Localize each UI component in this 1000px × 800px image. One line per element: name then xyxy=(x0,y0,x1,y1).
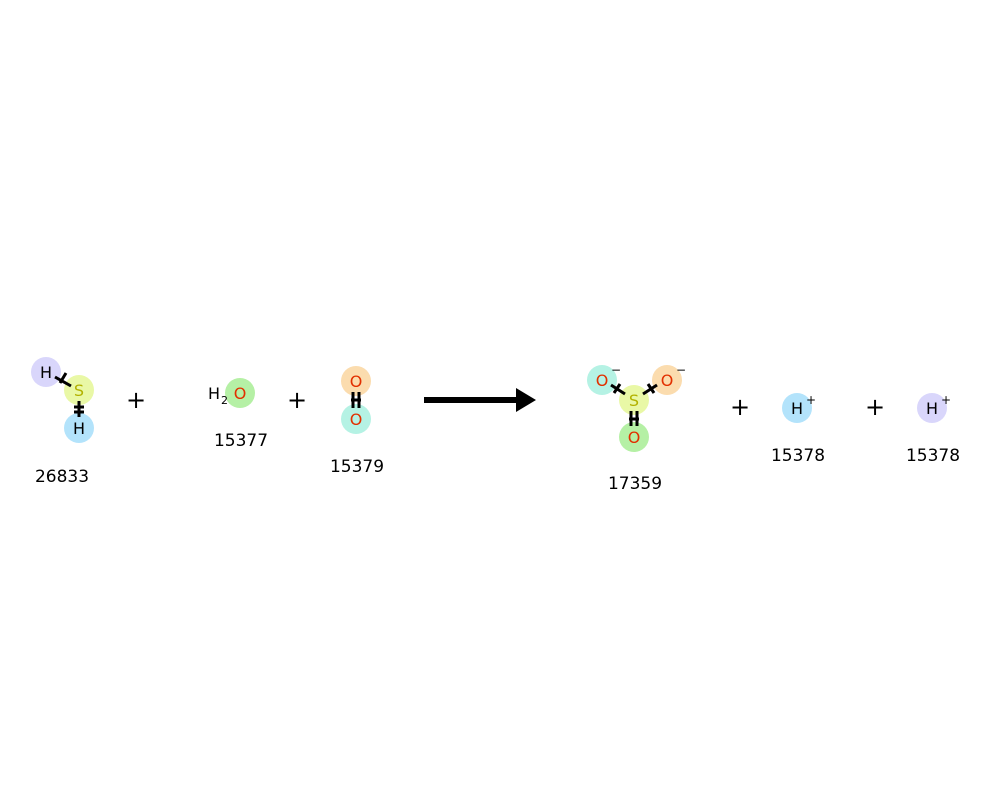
bond xyxy=(58,372,68,384)
ion-proton: H + 15378 xyxy=(906,393,960,466)
ion-proton: H + 15378 xyxy=(771,393,825,466)
plus-sign: + xyxy=(865,393,885,421)
atom-symbol: H xyxy=(208,384,220,403)
atom-highlight xyxy=(917,393,947,423)
compound-id-label: 15378 xyxy=(906,446,960,466)
atom-symbol: H xyxy=(926,399,938,418)
arrow-head xyxy=(516,388,536,412)
atom-symbol: O xyxy=(234,384,247,403)
atom-symbol: H xyxy=(791,399,803,418)
atom-highlight xyxy=(341,366,371,396)
atom-charge: + xyxy=(806,393,816,407)
atom-highlight xyxy=(782,393,812,423)
atom-symbol: O xyxy=(350,410,363,429)
atom-highlight xyxy=(64,375,94,405)
molecule-hydrogen-sulfide: H S H 26833 xyxy=(31,357,94,487)
compound-id-label: 26833 xyxy=(35,467,89,487)
atom-highlight xyxy=(341,404,371,434)
molecule-water: H 2 O 15377 xyxy=(208,378,268,451)
atom-highlight xyxy=(587,365,617,395)
compound-id-label: 15379 xyxy=(330,457,384,477)
atom-highlight xyxy=(619,422,649,452)
bond xyxy=(612,383,622,394)
atom-highlight xyxy=(31,357,61,387)
atom-symbol: O xyxy=(661,371,674,390)
atom-highlight xyxy=(225,378,255,408)
atom-symbol: O xyxy=(350,372,363,391)
compound-id-label: 15378 xyxy=(771,446,825,466)
reaction-arrow xyxy=(424,388,536,412)
atom-symbol: H xyxy=(73,419,85,438)
bond xyxy=(54,375,72,388)
atom-charge: − xyxy=(611,363,621,377)
atom-highlight xyxy=(619,385,649,415)
atom-symbol: O xyxy=(628,428,641,447)
atom-charge: − xyxy=(676,363,686,377)
atom-highlight xyxy=(652,365,682,395)
plus-sign: + xyxy=(287,386,307,414)
atom-symbol: S xyxy=(74,381,84,400)
atom-charge: + xyxy=(941,393,951,407)
atom-subscript: 2 xyxy=(221,394,228,407)
plus-sign: + xyxy=(126,386,146,414)
atom-highlight xyxy=(64,413,94,443)
compound-id-label: 15377 xyxy=(214,431,268,451)
atom-symbol: S xyxy=(629,391,639,410)
plus-sign: + xyxy=(730,393,750,421)
bond xyxy=(646,383,656,394)
molecule-dioxygen: O O 15379 xyxy=(330,366,384,477)
atom-symbol: O xyxy=(596,371,609,390)
atom-symbol: H xyxy=(40,363,52,382)
molecule-sulfite: O − S O − O 17359 xyxy=(587,363,686,494)
compound-id-label: 17359 xyxy=(608,474,662,494)
